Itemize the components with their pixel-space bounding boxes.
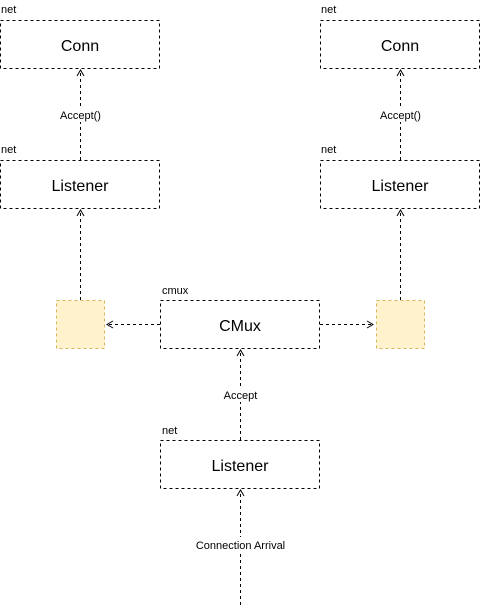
listener-left-box[interactable]: Listener (0, 160, 160, 209)
listener-left-label: Listener (52, 178, 110, 195)
arrowhead-accept-right (396, 69, 405, 77)
edge-label-connection-arrival: Connection Arrival (196, 540, 285, 552)
namespace-label-cmux: cmux (162, 285, 189, 297)
edge-label-accept-right: Accept() (380, 110, 421, 122)
namespace-label-conn-right: net (321, 4, 336, 16)
edge-label-accept-left: Accept() (60, 110, 101, 122)
arrowhead-accept-cmux (236, 349, 245, 357)
arrowhead-accept-left (76, 69, 85, 77)
conn-left-label: Conn (61, 38, 99, 55)
slot-right[interactable] (376, 300, 425, 349)
slot-left[interactable] (56, 300, 105, 349)
cmux-label: CMux (219, 318, 261, 335)
listener-right-box[interactable]: Listener (320, 160, 480, 209)
edge-label-accept-cmux: Accept (224, 390, 258, 402)
arrowhead-cmux-to-slot-right (366, 320, 374, 329)
arrowhead-connection-arrival (236, 489, 245, 497)
namespace-label-listener-bottom: net (162, 425, 177, 437)
listener-bottom-box[interactable]: Listener (160, 440, 320, 489)
namespace-label-listener-left: net (1, 144, 16, 156)
conn-right-label: Conn (381, 38, 419, 55)
arrowhead-cmux-to-slot-left (106, 320, 114, 329)
listener-bottom-label: Listener (212, 458, 270, 475)
listener-right-label: Listener (372, 178, 430, 195)
conn-left-box[interactable]: Conn (0, 20, 160, 69)
conn-right-box[interactable]: Conn (320, 20, 480, 69)
cmux-box[interactable]: CMux (160, 300, 320, 349)
arrowhead-slot-left-to-listener (76, 209, 85, 217)
namespace-label-listener-right: net (321, 144, 336, 156)
arrowhead-slot-right-to-listener (396, 209, 405, 217)
namespace-label-conn-left: net (1, 4, 16, 16)
